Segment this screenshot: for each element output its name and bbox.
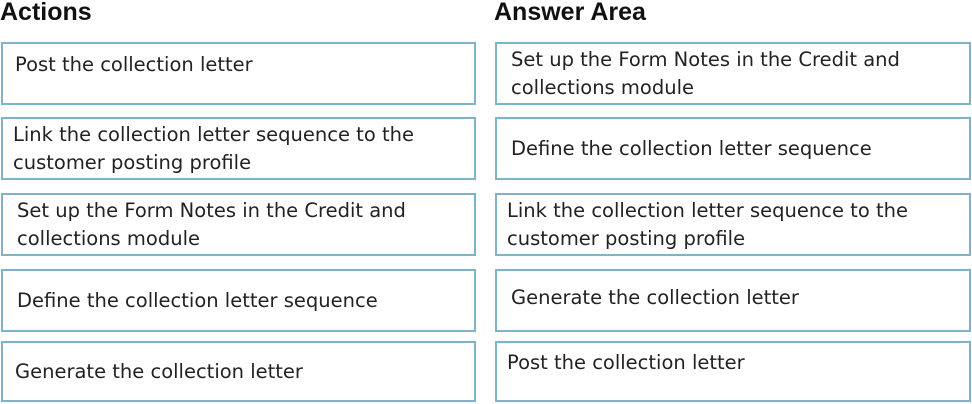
actions-heading: Actions <box>0 0 92 26</box>
action-item-label: Define the collection letter sequence <box>17 288 378 312</box>
answer-item-label: Define the collection letter sequence <box>511 136 872 160</box>
answer-item-label: Post the collection letter <box>507 351 745 374</box>
answer-item[interactable]: Post the collection letter <box>495 341 971 402</box>
action-item-label: Link the collection letter sequence to t… <box>13 122 414 174</box>
action-item[interactable]: Link the collection letter sequence to t… <box>1 117 476 180</box>
action-item[interactable]: Generate the collection letter <box>1 341 476 402</box>
answer-item[interactable]: Link the collection letter sequence to t… <box>495 193 971 256</box>
action-item-label: Generate the collection letter <box>15 359 303 383</box>
answer-item[interactable]: Define the collection letter sequence <box>495 117 971 180</box>
action-item-label: Set up the Form Notes in the Credit and … <box>17 198 406 250</box>
answer-item[interactable]: Generate the collection letter <box>495 269 971 332</box>
action-item[interactable]: Set up the Form Notes in the Credit and … <box>1 193 476 256</box>
answer-item-label: Link the collection letter sequence to t… <box>507 198 908 250</box>
action-item-label: Post the collection letter <box>15 53 253 76</box>
action-item[interactable]: Define the collection letter sequence <box>1 269 476 332</box>
answer-item[interactable]: Set up the Form Notes in the Credit and … <box>495 42 971 105</box>
action-item[interactable]: Post the collection letter <box>1 42 476 105</box>
answer-item-label: Generate the collection letter <box>511 286 799 309</box>
answer-item-label: Set up the Form Notes in the Credit and … <box>511 47 900 99</box>
answer-area-heading: Answer Area <box>494 0 646 26</box>
